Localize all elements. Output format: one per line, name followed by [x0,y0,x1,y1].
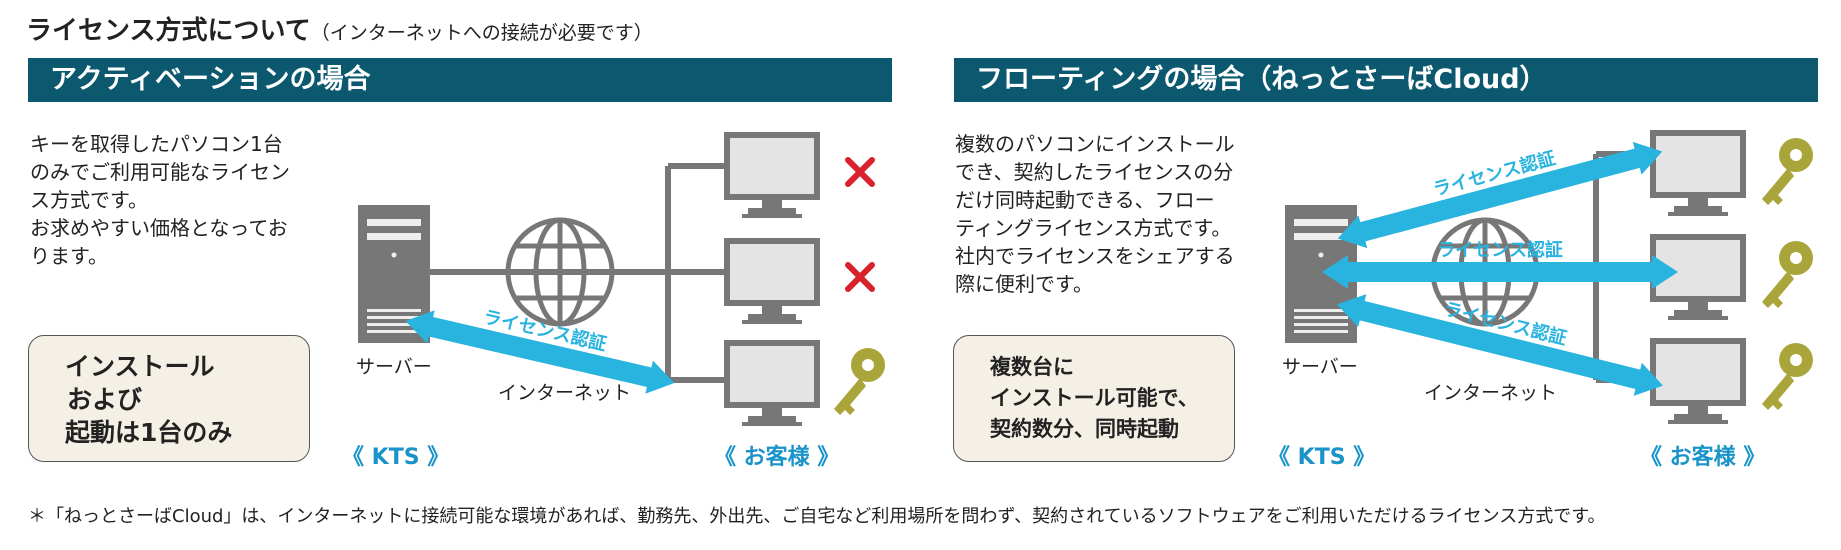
key-icon [834,348,885,415]
floating-left-group: 《 KTS 》 [1268,445,1376,470]
footnote: ＊「ねっとさーばCloud」は、インターネットに接続可能な環境があれば、勤務先、… [28,506,1606,527]
activation-right-group: 《 お客様 》 [714,445,840,470]
activation-description-line: ります。 [30,244,108,268]
cross-icon [848,160,872,184]
activation-note: インストール および 起動は1台のみ [28,335,310,462]
activation-note-line: インストール [65,352,215,381]
floating-description-line: 社内でライセンスをシェアする [955,244,1235,268]
floating-internet-label: インターネット [1424,382,1558,404]
floating-server-label: サーバー [1282,356,1358,378]
client-computer-icon [1650,338,1746,424]
client-computer-icon [1650,130,1746,216]
floating-description-line: 複数のパソコンにインストール [955,132,1235,156]
activation-server-label: サーバー [356,356,432,378]
activation-heading: アクティベーションの場合 [28,58,892,102]
client-computer-icon [724,238,820,324]
client-computer-icon [724,132,820,218]
key-icon [1762,343,1813,410]
license-arrow-label: ライセンス認証 [1437,239,1563,261]
activation-note-line: 起動は1台のみ [65,418,233,447]
activation-description-line: キーを取得したパソコン1台 [30,132,283,156]
floating-description-line: でき、契約したライセンスの分 [955,160,1234,184]
floating-note: 複数台に インストール可能で、 契約数分、同時起動 [953,335,1235,462]
floating-heading: フローティングの場合（ねっとさーばCloud） [954,58,1818,102]
cross-icon [848,265,872,289]
activation-note-line: および [67,385,143,414]
page-title-text: ライセンス方式について [26,16,311,46]
activation-description-line: お求めやすい価格となってお [30,216,288,240]
activation-description-line: のみでご利用可能なライセン [30,160,290,184]
license-arrow: ライセンス認証 [1337,141,1663,249]
floating-note-line: 契約数分、同時起動 [990,417,1179,441]
page-title: ライセンス方式について（インターネットへの接続が必要です） [26,10,653,47]
floating-note-line: 複数台に [990,355,1074,379]
globe-icon [508,220,612,324]
activation-description: キーを取得したパソコン1台 のみでご利用可能なライセン ス方式です。 お求めやす… [30,130,290,270]
floating-description-line: だけ同時起動できる、フロー [955,188,1215,212]
key-icon [1762,138,1813,205]
floating-description-line: ティングライセンス方式です。 [955,216,1232,240]
license-arrow: ライセンス認証 [1322,239,1678,289]
activation-internet-label: インターネット [498,382,632,404]
page-subtitle: （インターネットへの接続が必要です） [310,22,653,44]
floating-description: 複数のパソコンにインストール でき、契約したライセンスの分 だけ同時起動できる、… [955,130,1235,298]
floating-description-line: 際に便利です。 [955,272,1093,296]
key-icon [1762,241,1813,308]
client-computer-icon [724,340,820,426]
activation-diagram: ライセンス認証 [358,132,885,426]
floating-note-line: インストール可能で、 [990,386,1199,410]
activation-description-line: ス方式です。 [30,188,148,212]
floating-diagram: ライセンス認証 ライセンス認証 ライセンス認証 [1285,130,1813,424]
floating-right-group: 《 お客様 》 [1640,445,1766,470]
activation-left-group: 《 KTS 》 [342,445,450,470]
